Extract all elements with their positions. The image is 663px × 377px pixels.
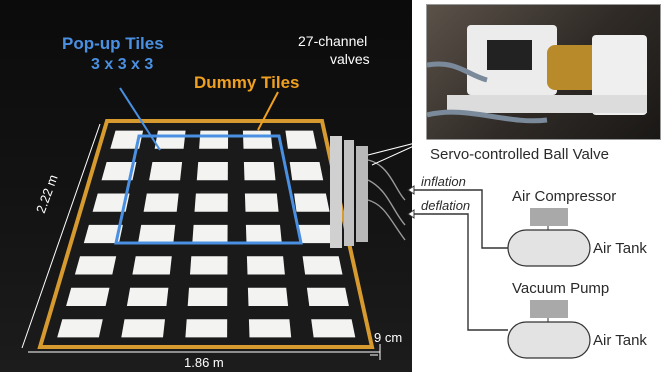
floor-tile: [306, 287, 349, 306]
floor-tile: [243, 162, 276, 181]
valves-label-line2: valves: [330, 51, 370, 67]
air-tank-1-label: Air Tank: [593, 240, 647, 257]
popup-region-frame: [114, 134, 303, 245]
inset-leader-line: [367, 139, 428, 156]
floor-tile: [57, 319, 103, 338]
floor-tile: [311, 319, 356, 338]
floor-tile: [138, 224, 176, 244]
floor-tile: [196, 162, 228, 181]
servo-valve-photo: [426, 4, 661, 140]
inflation-label: inflation: [421, 174, 466, 189]
floor-tile: [194, 193, 228, 212]
popup-tiles-dims: 3 x 3 x 3: [91, 56, 154, 73]
floor-tile: [187, 287, 228, 306]
floor-tile: [192, 224, 228, 244]
valves-label-line1: 27-channel: [298, 33, 368, 49]
air-compressor-icon: [530, 208, 568, 226]
air-tank-2-label: Air Tank: [593, 332, 647, 349]
air-tank-2-icon: [507, 321, 591, 359]
floor-tile: [289, 162, 324, 181]
dimension-horizontal-label: 1.86 m: [184, 355, 224, 370]
inflation-arrowhead: [407, 185, 415, 195]
floor-tile: [285, 130, 317, 149]
floor-tile: [294, 193, 330, 212]
valve-bank: [330, 136, 406, 248]
tile-floor-drawing: [21, 87, 406, 349]
dummy-tiles-label: Dummy Tiles: [194, 73, 300, 92]
floor-tile: [298, 224, 336, 244]
vacuum-pump-icon: [530, 300, 568, 318]
air-tank-1-icon: [507, 229, 591, 267]
floor-tile: [302, 256, 343, 275]
tile-floor-photo: [0, 0, 412, 372]
vacuum-pump-label: Vacuum Pump: [512, 280, 610, 297]
floor-tile: [248, 319, 292, 338]
deflation-label: deflation: [421, 198, 471, 213]
floor-tile: [190, 256, 228, 275]
dimension-small-label: 9 cm: [374, 330, 403, 345]
deflation-arrowhead: [407, 209, 415, 219]
floor-tile: [66, 287, 110, 306]
deflation-line: [410, 213, 508, 331]
floor-tile: [132, 256, 172, 275]
floor-tile: [143, 193, 179, 212]
floor-tile: [92, 193, 130, 212]
dummy-pointer-line: [257, 91, 279, 131]
floor-tile: [149, 162, 183, 181]
popup-tiles-title: Pop-up Tiles: [62, 34, 164, 53]
air-compressor-label: Air Compressor: [512, 188, 617, 205]
floor-tile: [74, 256, 117, 275]
floor-tile: [83, 224, 123, 244]
floor-tile: [247, 287, 289, 306]
servo-valve-drawing: [427, 25, 647, 124]
inflation-line: [410, 189, 508, 249]
dimension-line-vertical: [21, 123, 101, 349]
floor-tile: [244, 193, 279, 212]
floor-tile: [185, 319, 228, 338]
floor-tile: [126, 287, 169, 306]
floor-tile: [245, 224, 282, 244]
floor-tile: [110, 130, 144, 149]
floor-tile: [101, 162, 137, 181]
servo-valve-caption: Servo-controlled Ball Valve: [430, 146, 609, 163]
floor-tile: [246, 256, 285, 275]
floor-tile: [121, 319, 165, 338]
popup-pointer-line: [119, 87, 161, 151]
